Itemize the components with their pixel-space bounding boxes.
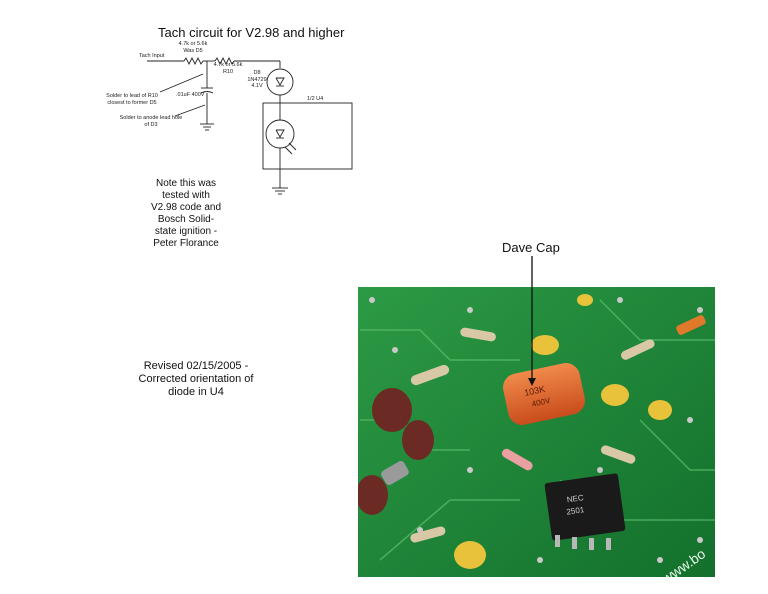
label-cap: .01uF 400V: [176, 92, 205, 98]
cap-marking-voltage: 400V: [531, 396, 552, 409]
label-tach-input: Tach Input: [139, 53, 165, 59]
label-r-top-note: Was D5: [183, 47, 203, 54]
note-line: Bosch Solid-: [157, 214, 215, 225]
revision-line: Corrected orientation of: [138, 373, 254, 385]
dave-cap-label: Dave Cap: [502, 240, 560, 255]
chip-marking-part: 2501: [566, 505, 585, 516]
dave-cap-pointer-arrow: [528, 378, 536, 386]
label-solder-r10: Solder to lead of R10 closest to former …: [98, 93, 166, 106]
cap-marking-value: 103K: [523, 384, 546, 398]
label-r10: 4.7k or 5.6k R10: [206, 62, 250, 75]
diode-component: [676, 315, 706, 335]
gray-component: [381, 461, 409, 485]
note-line: state ignition -: [154, 226, 218, 237]
note-text: Note this was tested with V2.98 code and…: [138, 178, 234, 250]
chip-marking-brand: NEC: [566, 493, 584, 504]
label-solder-r10-line2: closest to former D5: [107, 99, 157, 106]
label-r10-value: 4.7k or 5.6k: [213, 62, 243, 68]
capacitor-plate-bottom: [200, 91, 214, 94]
revision-line: Revised 02/15/2005 -: [143, 360, 249, 372]
optocoupler-led-symbol: [275, 129, 285, 138]
label-d8-name: D8: [253, 70, 261, 76]
label-solder-d3: Solder to anode lead hole of D3: [112, 115, 190, 128]
zener-d8-symbol: [275, 77, 285, 86]
resistor-top: [183, 56, 204, 66]
u4-box: [262, 102, 353, 170]
revision-text: Revised 02/15/2005 - Corrected orientati…: [124, 360, 268, 399]
pointer-solder-d3: [174, 104, 206, 117]
label-solder-d3-line2: of D3: [144, 121, 158, 128]
diagram-title: Tach circuit for V2.98 and higher: [158, 25, 345, 40]
led-arrow-2: [284, 146, 293, 155]
label-r-top-value: 4.7k or 5.6k: [178, 41, 208, 47]
note-line: tested with: [162, 190, 210, 201]
note-line: Note this was: [155, 178, 217, 189]
label-d8-part: 1N4729: [247, 76, 267, 83]
note-line: Peter Florance: [153, 238, 219, 249]
resistor-r10: [214, 56, 235, 66]
label-d8-voltage: 4.1V: [251, 83, 263, 89]
label-d8: D8 1N4729 4.1V: [244, 70, 270, 90]
resistors: [410, 327, 655, 543]
optocoupler-chip: NEC 2501: [544, 473, 626, 550]
revision-line: diode in U4: [168, 386, 224, 398]
label-solder-d3-line1: Solder to anode lead hole: [119, 115, 183, 121]
brown-capacitors: [358, 388, 434, 515]
label-r10-name: R10: [222, 68, 234, 75]
note-line: V2.98 code and: [150, 202, 222, 213]
label-solder-r10-line1: Solder to lead of R10: [106, 93, 158, 99]
led-arrow-1: [288, 142, 297, 151]
pointer-solder-r10: [159, 73, 204, 93]
yellow-capacitors: [454, 294, 672, 569]
label-u4: 1/2 U4: [307, 96, 324, 102]
label-r-top: 4.7k or 5.6k Was D5: [168, 41, 218, 54]
dave-cap-component: [503, 363, 585, 425]
